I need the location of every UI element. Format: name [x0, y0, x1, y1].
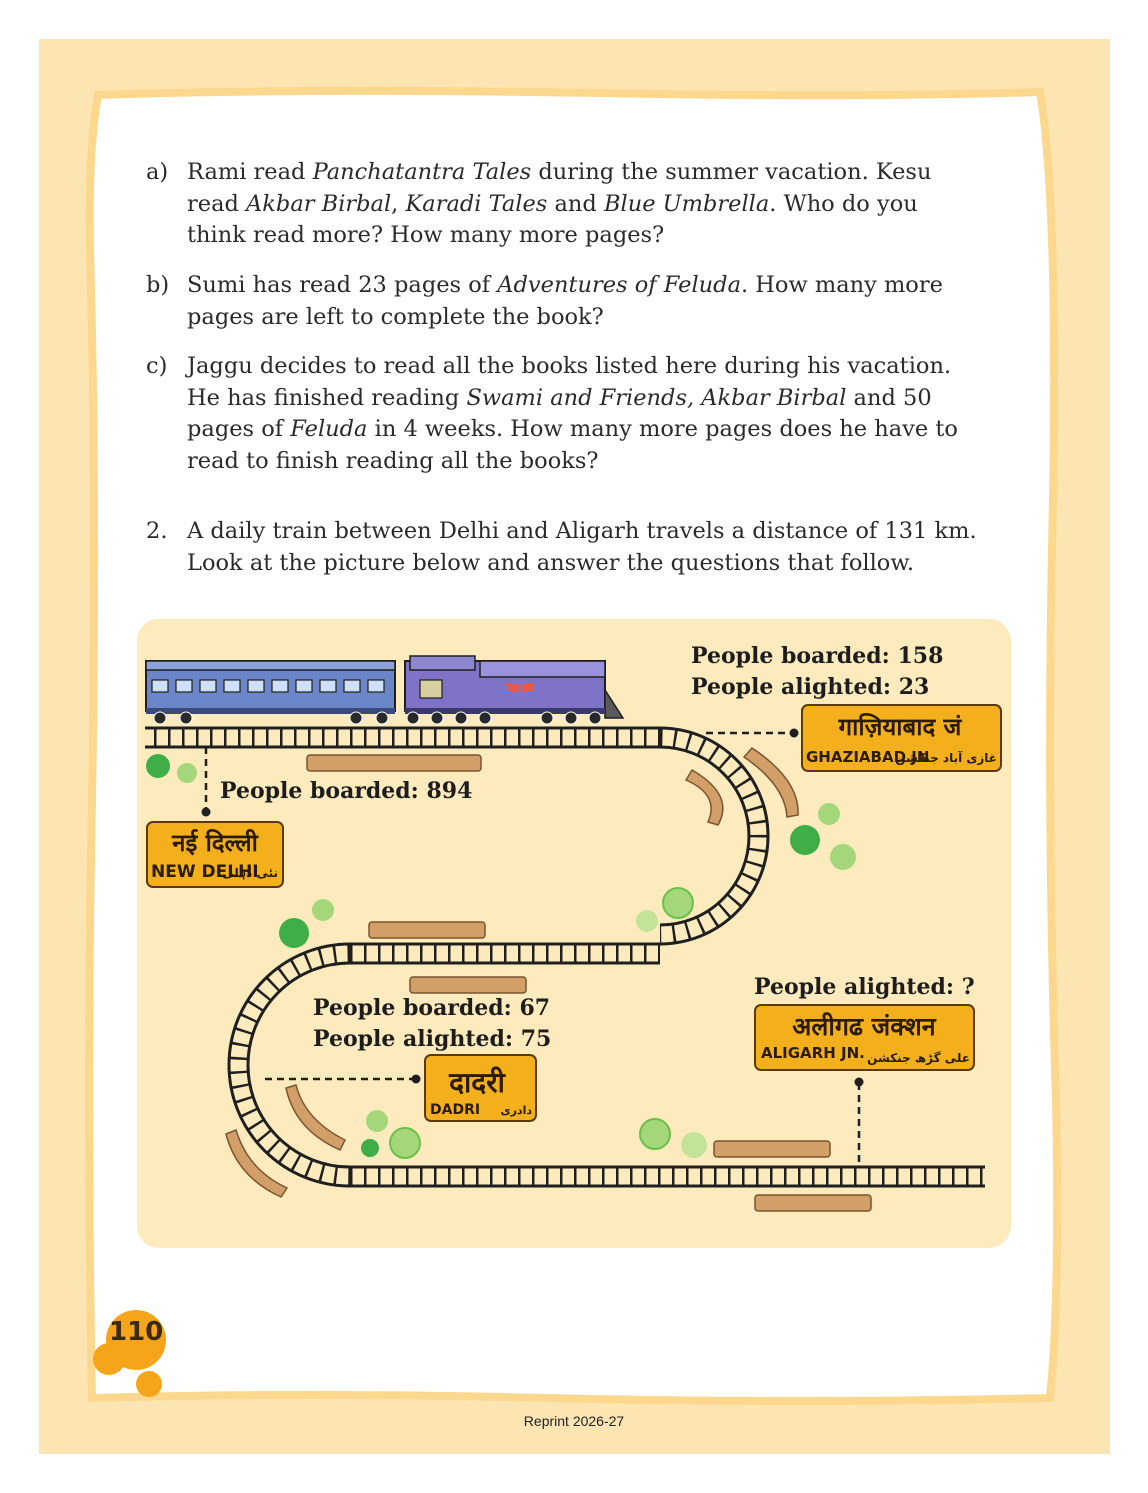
question-line: Rami read Panchatantra Tales during the … — [187, 157, 1016, 189]
track-right-curve — [659, 726, 770, 946]
page-number-badge — [93, 1310, 166, 1397]
new-delhi-hindi: नई दिल्ली — [171, 829, 259, 857]
ghaziabad-alighted: People alighted: 23 — [691, 674, 930, 700]
text-run: and 50 — [846, 384, 932, 411]
text-run: Sumi has read 23 pages of — [187, 272, 498, 298]
text-run: think read more? How many more pages? — [187, 222, 665, 248]
question-line: Jaggu decides to read all the books list… — [187, 351, 1016, 383]
ghaziabad-boarded: People boarded: 158 — [691, 643, 944, 669]
sign-aligarh: अलीगढ जंक्शन ALIGARH JN. علی گڑھ جنکشن — [754, 1004, 975, 1071]
text-run: pages of — [187, 416, 291, 442]
reprint-footer: Reprint 2026-27 — [523, 1413, 625, 1429]
track-top — [145, 726, 660, 749]
text-run: Look at the picture below and answer the… — [187, 549, 915, 576]
text-run: He has finished reading — [187, 384, 467, 411]
book-title: Panchatantra Tales — [312, 159, 532, 185]
question-text: Sumi has read 23 pages of Adventures of … — [187, 270, 1016, 333]
text-run: read to finish reading all the books? — [187, 447, 599, 474]
dadri-hindi: दादरी — [448, 1066, 506, 1099]
question-line: A daily train between Delhi and Aligarh … — [187, 516, 1016, 548]
new-delhi-boarded: People boarded: 894 — [220, 778, 473, 804]
text-run: Jaggu decides to read all the books list… — [187, 353, 952, 379]
question-line: read Akbar Birbal, Karadi Tales and Blue… — [187, 189, 1016, 221]
book-title: Feluda — [290, 416, 368, 442]
question-line: pages are left to complete the book? — [187, 302, 1016, 334]
book-title: Akbar Birbal — [246, 190, 392, 217]
connectors — [204, 731, 861, 1162]
aligarh-english: ALIGARH JN. — [761, 1044, 865, 1062]
text-run: during the summer vacation. Kesu — [531, 159, 932, 185]
text-run: read — [187, 190, 247, 217]
question-text: A daily train between Delhi and Aligarh … — [187, 516, 1016, 579]
book-title: Blue Umbrella — [603, 190, 770, 217]
question-line: Sumi has read 23 pages of Adventures of … — [187, 270, 1016, 302]
question-text: Rami read Panchatantra Tales during the … — [187, 157, 1016, 252]
book-title: Adventures of Feluda — [497, 272, 741, 298]
dadri-boarded: People boarded: 67 — [313, 995, 551, 1021]
text-run: . Who do you — [769, 190, 918, 217]
sign-dadri: दादरी DADRI دادری — [424, 1054, 537, 1122]
new-delhi-urdu: نئی دہلی — [222, 866, 278, 880]
question-line: pages of Feluda in 4 weeks. How many mor… — [187, 414, 1016, 446]
ghaziabad-urdu: غازی آباد جنکشن — [895, 750, 997, 765]
aligarh-urdu: علی گڑھ جنکشن — [867, 1051, 970, 1065]
dadri-alighted: People alighted: 75 — [313, 1026, 552, 1052]
question-label: a) — [146, 159, 169, 185]
question-a: a) Rami read Panchatantra Tales during t… — [146, 157, 1016, 252]
ghaziabad-hindi: गाज़ियाबाद जं — [838, 713, 963, 741]
question-line: read to finish reading all the books? — [187, 446, 1016, 478]
sleeper-planks — [225, 747, 872, 1212]
question-line: think read more? How many more pages? — [187, 220, 1016, 252]
train — [145, 655, 625, 725]
track-bottom — [350, 1165, 985, 1188]
text-run: Rami read — [187, 159, 313, 185]
book-title: Swami and Friends, Akbar Birbal — [466, 384, 847, 411]
question-text: Jaggu decides to read all the books list… — [187, 351, 1016, 477]
question-b: b) Sumi has read 23 pages of Adventures … — [146, 270, 1016, 333]
text-run: pages are left to complete the book? — [187, 303, 604, 330]
text-run: . How many more — [740, 272, 943, 298]
text-run: and — [547, 190, 604, 217]
book-title: Karadi Tales — [405, 190, 548, 217]
sign-ghaziabad: गाज़ियाबाद जं GHAZIABAD JN غازی آباد جنک… — [801, 704, 1002, 772]
question-label: 2. — [146, 518, 168, 544]
question-line: He has finished reading Swami and Friend… — [187, 383, 1016, 415]
track-middle — [350, 942, 660, 965]
question-line: Look at the picture below and answer the… — [187, 548, 1016, 580]
text-run: , — [391, 190, 406, 217]
sign-new-delhi: नई दिल्ली NEW DELHI نئی دہلی — [146, 821, 284, 888]
aligarh-hindi: अलीगढ जंक्शन — [792, 1012, 937, 1041]
question-label: b) — [146, 272, 170, 298]
connector-dots — [201, 728, 864, 1087]
question-2: 2. A daily train between Delhi and Aliga… — [146, 516, 1016, 579]
dadri-english: DADRI — [430, 1102, 480, 1118]
bushes — [146, 754, 856, 1159]
track-left-curve — [227, 942, 351, 1188]
text-run: in 4 weeks. How many more pages does he … — [367, 416, 958, 442]
question-label: c) — [146, 353, 168, 379]
dadri-urdu: دادری — [501, 1104, 533, 1117]
ghaziabad-english: GHAZIABAD JN — [806, 748, 929, 766]
text-run: A daily train between Delhi and Aligarh … — [187, 518, 977, 544]
new-delhi-english: NEW DELHI — [151, 862, 259, 882]
aligarh-alighted: People alighted: ? — [754, 974, 975, 1000]
question-c: c) Jaggu decides to read all the books l… — [146, 351, 1016, 477]
page-number: 110 — [109, 1317, 164, 1347]
